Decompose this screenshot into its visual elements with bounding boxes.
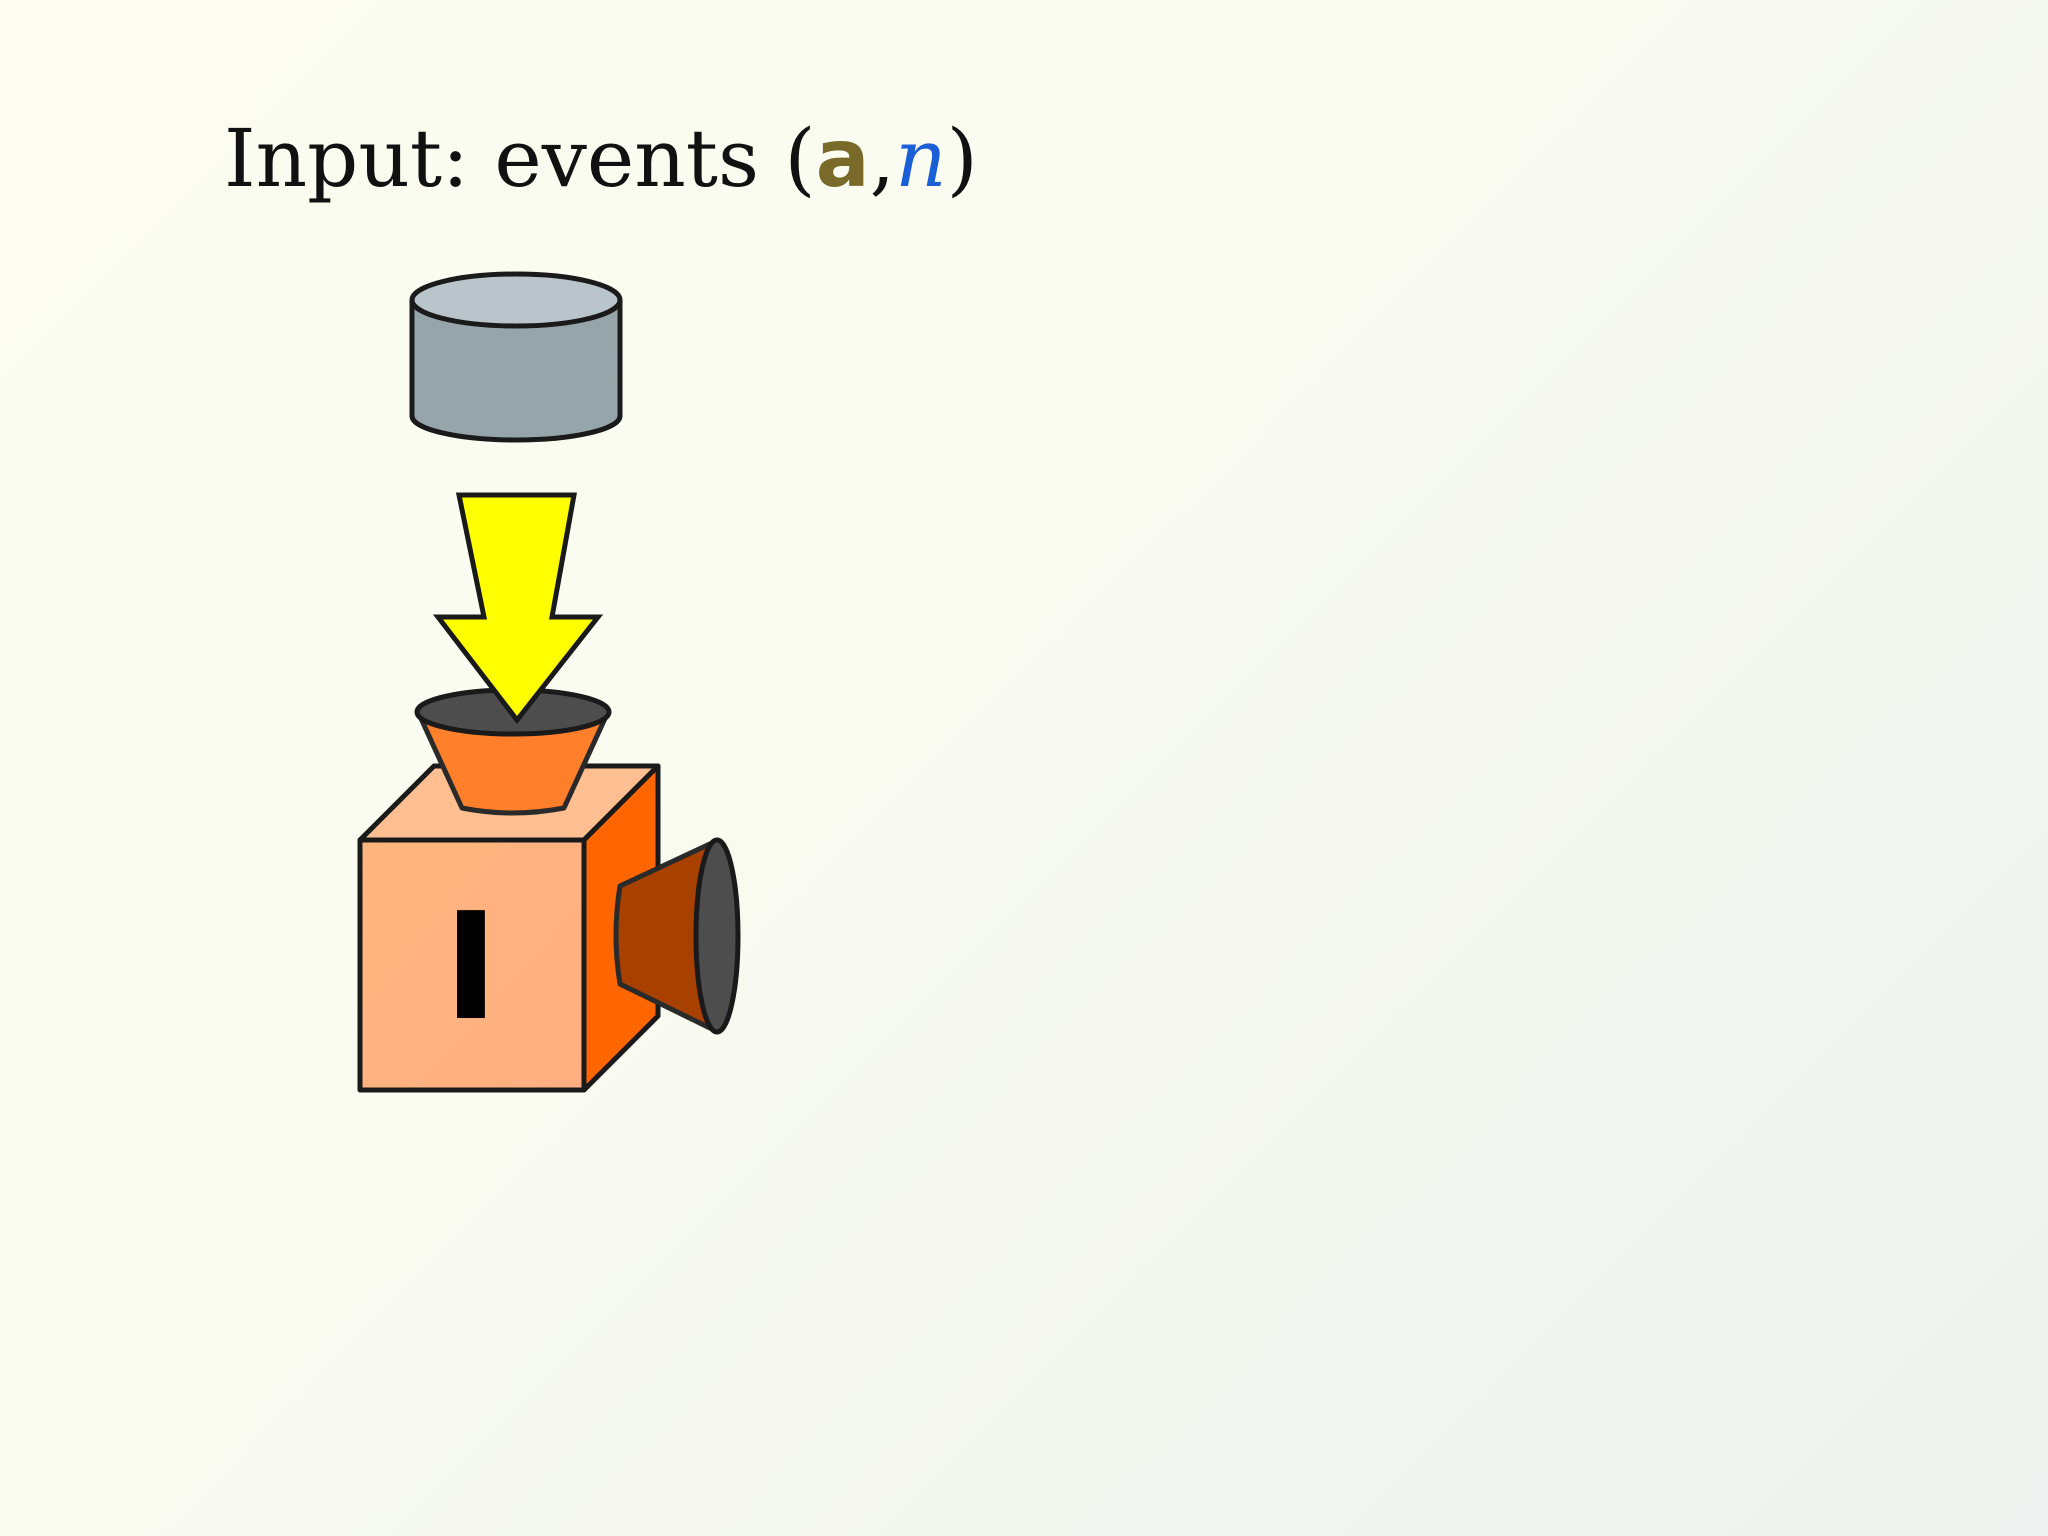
title-separator: , xyxy=(869,112,896,205)
input-machine-icon: I xyxy=(357,763,741,1093)
title-symbol-a: a xyxy=(815,112,870,205)
slide-title: Input: events (a,n) xyxy=(224,104,978,214)
machine-label: I xyxy=(443,881,498,1053)
title-symbol-n: n xyxy=(895,112,947,205)
database-icon xyxy=(409,271,623,443)
output-nozzle xyxy=(613,837,741,1035)
title-suffix: ) xyxy=(946,112,978,205)
title-prefix: Input: events ( xyxy=(224,112,816,205)
down-arrow-icon xyxy=(432,492,604,725)
